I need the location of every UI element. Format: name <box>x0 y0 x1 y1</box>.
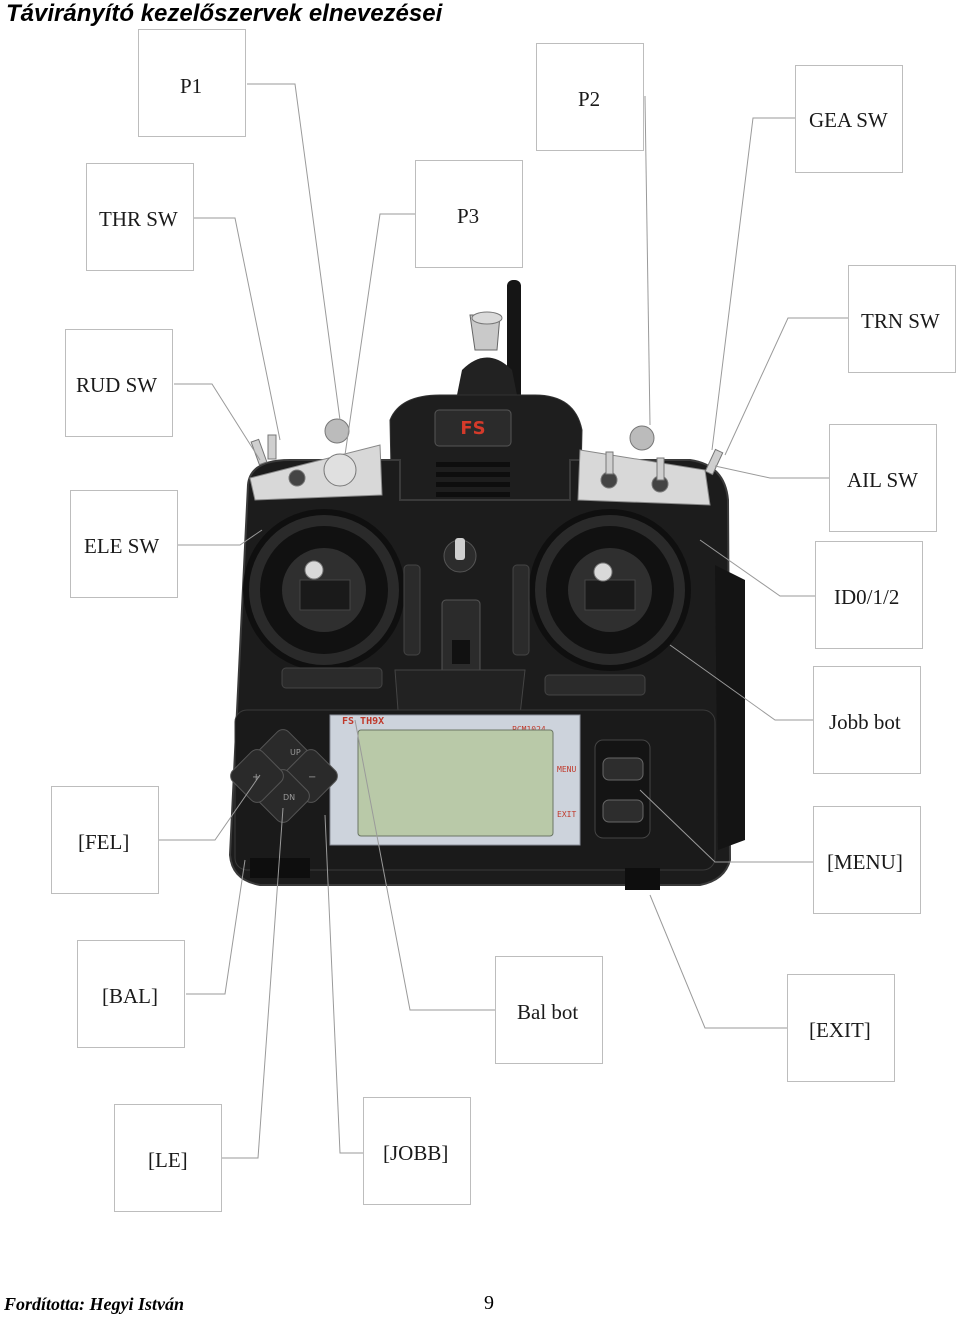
right-v-trim <box>512 564 530 656</box>
footer-author: Fordította: Hegyi István <box>4 1294 184 1314</box>
dpad-minus-label: − <box>308 772 316 783</box>
trn-switch <box>704 448 724 476</box>
leader-ail-sw <box>714 465 829 479</box>
label-box-le: [LE] <box>114 1104 222 1212</box>
leader-p2 <box>644 96 651 426</box>
p3-knob <box>323 453 357 487</box>
label-exit: [EXIT] <box>809 1018 871 1042</box>
page-title: Távirányító kezelőszervek elnevezései <box>6 0 443 27</box>
label-ele-sw: ELE SW <box>84 534 160 558</box>
label-bal-bot: Bal bot <box>517 1000 579 1024</box>
label-box-jobb-bot: Jobb bot <box>813 666 921 774</box>
center-switch <box>455 538 465 560</box>
leader-thr-sw <box>194 217 281 441</box>
left-h-trim <box>281 667 383 689</box>
leader-trn-sw <box>724 317 848 456</box>
label-id012: ID0/1/2 <box>834 585 900 609</box>
label-jobb: [JOBB] <box>383 1141 449 1165</box>
left-stick <box>304 560 324 580</box>
exit-button <box>602 799 644 823</box>
menu-key-label: MENU <box>557 765 576 774</box>
label-rud-sw: RUD SW <box>76 373 158 397</box>
menu-button <box>602 757 644 781</box>
label-box-bal: [BAL] <box>77 940 185 1048</box>
flysky-logo: FS <box>460 418 485 439</box>
leader-rud-sw <box>174 383 261 461</box>
label-box-menu: [MENU] <box>813 806 921 914</box>
leader-fel <box>159 774 261 841</box>
p1-knob <box>324 418 350 444</box>
dpad-plus-label: + <box>252 772 260 783</box>
leader-gea-sw <box>711 117 795 451</box>
exit-key-label: EXIT <box>557 810 576 819</box>
label-box-p1: P1 <box>138 29 246 137</box>
label-box-p2: P2 <box>536 43 644 151</box>
label-box-thr-sw: THR SW <box>86 163 194 271</box>
gea-switch <box>605 451 614 475</box>
leader-bal-bot <box>354 719 495 1011</box>
label-box-fel: [FEL] <box>51 786 159 894</box>
dpad-up-label: UP <box>290 748 301 757</box>
label-box-bal-bot: Bal bot <box>495 956 603 1064</box>
label-p2: P2 <box>578 87 601 111</box>
leader-id012 <box>699 539 815 597</box>
label-gea-sw: GEA SW <box>809 108 888 132</box>
label-trn-sw: TRN SW <box>861 309 940 333</box>
d-pad: UP DN + − <box>230 729 338 823</box>
label-box-exit: [EXIT] <box>787 974 895 1082</box>
leader-bal <box>186 859 246 995</box>
label-jobb-bot: Jobb bot <box>829 710 901 734</box>
label-bal: [BAL] <box>102 984 158 1008</box>
label-le: [LE] <box>148 1148 188 1172</box>
label-ail-sw: AIL SW <box>847 468 918 492</box>
leader-p1 <box>247 83 341 421</box>
leader-ele-sw <box>178 529 263 546</box>
page-number: 9 <box>484 1292 494 1314</box>
label-p3: P3 <box>457 204 480 228</box>
p2-knob <box>629 425 655 451</box>
label-p1: P1 <box>180 74 203 98</box>
lcd-screen <box>357 729 554 837</box>
leader-jobb <box>324 814 363 1154</box>
model-label: FS TH9X <box>342 716 384 727</box>
leader-exit <box>649 894 787 1029</box>
leader-jobb-bot <box>669 644 813 721</box>
label-box-jobb: [JOBB] <box>363 1097 471 1205</box>
rud-switch <box>267 434 277 460</box>
right-foot <box>625 868 660 890</box>
right-stick <box>593 562 613 582</box>
label-box-rud-sw: RUD SW <box>65 329 173 437</box>
ele-switch <box>288 469 306 487</box>
leader-p3 <box>344 213 415 456</box>
label-box-p3: P3 <box>415 160 523 268</box>
right-h-trim <box>544 674 646 696</box>
label-box-gea-sw: GEA SW <box>795 65 903 173</box>
brand-plate <box>434 409 512 447</box>
leader-menu <box>639 789 813 863</box>
speaker-grille <box>436 462 510 497</box>
dpad-dn-label: DN <box>283 793 295 802</box>
left-v-trim <box>403 564 421 656</box>
side-grip <box>715 565 745 850</box>
label-thr-sw: THR SW <box>99 207 178 231</box>
label-fel: [FEL] <box>78 830 130 854</box>
label-box-ele-sw: ELE SW <box>70 490 178 598</box>
left-foot <box>250 858 310 878</box>
label-box-id012: ID0/1/2 <box>815 541 923 649</box>
label-menu: [MENU] <box>827 850 903 874</box>
label-box-ail-sw: AIL SW <box>829 424 937 532</box>
label-box-trn-sw: TRN SW <box>848 265 956 373</box>
leader-le <box>222 807 284 1159</box>
